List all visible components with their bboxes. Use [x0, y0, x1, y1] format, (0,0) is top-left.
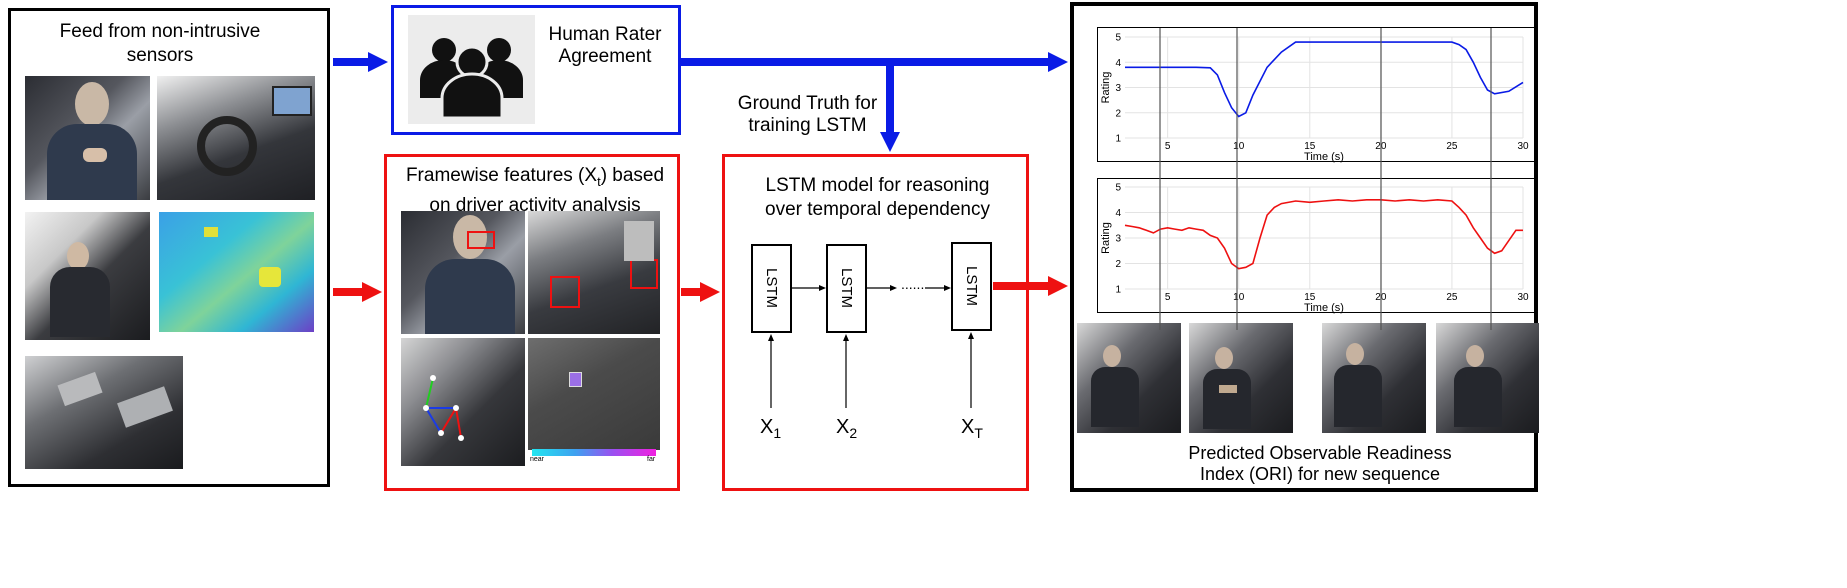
feature-photo-hand-boxes: [528, 211, 660, 334]
depth-colorbar: [532, 449, 656, 456]
feature-photo-depth-hand: [528, 338, 660, 450]
lstm-title: LSTM model for reasoning over temporal d…: [765, 175, 990, 220]
lstm-input-1-base: X: [760, 416, 774, 438]
x-tick-label-15: 15: [1304, 292, 1316, 303]
x-tick-label-15: 15: [1304, 141, 1316, 152]
x-tick-label-10: 10: [1233, 292, 1245, 303]
lstm-cell-3-label: LSTM: [963, 266, 980, 307]
x-tick-label-5: 5: [1165, 141, 1171, 152]
y-tick-label-5: 5: [1115, 33, 1121, 44]
features-title: Framewise features (Xt) based on driver …: [395, 164, 675, 218]
sensor-photo-driver-face: [25, 76, 150, 200]
features-title-sub: t: [597, 173, 601, 189]
lstm-input-1-sub: 1: [773, 425, 782, 441]
y-axis-label: Rating: [1100, 72, 1112, 104]
lstm-cell-2-label: LSTM: [838, 268, 855, 309]
feature-photo-face-box: [401, 211, 525, 334]
x-tick-label-25: 25: [1446, 292, 1458, 303]
x-axis-label: Time (s): [1304, 302, 1344, 314]
ori-frame-1: [1077, 323, 1181, 433]
y-tick-label-2: 2: [1115, 259, 1121, 270]
y-tick-label-1: 1: [1115, 285, 1121, 296]
y-axis-label: Rating: [1100, 222, 1112, 254]
depth-near-label: near: [530, 456, 545, 463]
lstm-input-3: XT: [961, 416, 983, 441]
ground-truth-label: Ground Truth for training LSTM: [737, 93, 878, 136]
y-tick-label-3: 3: [1115, 83, 1121, 94]
ori-frame-3: [1322, 323, 1426, 433]
lstm-input-3-base: X: [961, 416, 975, 438]
rater-title: Human Rater Agreement: [548, 24, 662, 67]
ori-frame-2: [1189, 323, 1293, 433]
y-tick-label-1: 1: [1115, 134, 1121, 145]
y-tick-label-4: 4: [1115, 208, 1121, 219]
ori-title: Predicted Observable Readiness Index (OR…: [1188, 443, 1452, 484]
features-title-pre: Framewise features (X: [405, 165, 598, 186]
depth-far-label: far: [647, 456, 656, 463]
lstm-dots: ......: [901, 276, 925, 292]
sensors-panel: [8, 8, 330, 487]
feature-photo-pose: [401, 338, 525, 466]
features-panel: [384, 154, 680, 491]
lstm-input-1: X1: [760, 416, 781, 441]
chart-blue-frame: [1097, 27, 1535, 162]
x-tick-label-5: 5: [1165, 292, 1171, 303]
x-tick-label-25: 25: [1446, 141, 1458, 152]
y-tick-label-2: 2: [1115, 108, 1121, 119]
features-title-post: ) based on driver activity analysis: [429, 165, 665, 216]
series-line-1-0: [1125, 41, 1524, 118]
lstm-input-2-sub: 2: [849, 425, 858, 441]
x-tick-label-10: 10: [1233, 141, 1245, 152]
sensor-photo-cabin-rear: [157, 76, 315, 200]
ori-panel: [1070, 2, 1538, 492]
lstm-cell-1: [751, 244, 792, 333]
rater-panel: [391, 5, 681, 135]
sensor-photo-depth-map: [159, 212, 314, 332]
lstm-input-2-base: X: [836, 416, 850, 438]
ori-frame-4: [1436, 323, 1539, 433]
lstm-panel: [722, 154, 1029, 491]
x-tick-label-30: 30: [1517, 141, 1529, 152]
lstm-input-2: X2: [836, 416, 857, 441]
lstm-cell-1-label: LSTM: [763, 268, 780, 309]
lstm-cell-2: [826, 244, 867, 333]
x-tick-label-20: 20: [1375, 292, 1387, 303]
series-line-2-0: [1124, 198, 1523, 270]
sensor-photo-pedals: [25, 356, 183, 469]
y-tick-label-4: 4: [1115, 58, 1121, 69]
chart-red-frame: [1097, 178, 1535, 313]
sensor-photo-side-view: [25, 212, 150, 340]
x-axis-label: Time (s): [1304, 151, 1344, 163]
x-tick-label-30: 30: [1517, 292, 1529, 303]
sensors-title: Feed from non-intrusive sensors: [59, 21, 261, 66]
lstm-cell-3: [951, 242, 992, 331]
y-tick-label-5: 5: [1115, 183, 1121, 194]
y-tick-label-3: 3: [1115, 234, 1121, 245]
lstm-input-3-sub: T: [974, 425, 983, 441]
